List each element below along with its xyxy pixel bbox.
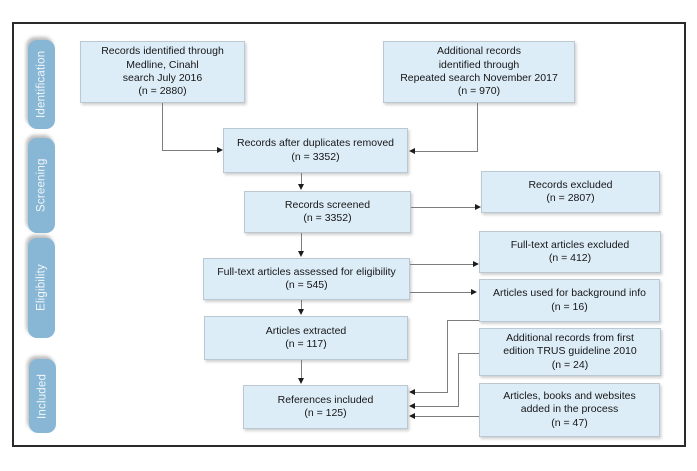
arrowhead-left-icon (409, 403, 415, 409)
box-references-included: References included (n = 125) (243, 385, 408, 429)
box-duplicates-removed: Records after duplicates removed (n = 33… (223, 128, 408, 173)
arrowhead-down-icon (298, 251, 304, 257)
connector-line (415, 406, 459, 407)
arrowhead-right-icon (473, 261, 479, 267)
arrowhead-left-icon (409, 148, 415, 154)
stage-label-screening: Screening (35, 158, 48, 213)
connector-line (410, 292, 471, 293)
box-additional-records: Additional records identified through Re… (383, 41, 575, 103)
connector-line (415, 416, 479, 417)
stage-label-eligibility: Eligibility (35, 264, 48, 312)
connector-line (301, 233, 302, 252)
arrowhead-right-icon (471, 289, 477, 295)
stage-label-identification: Identification (35, 50, 48, 119)
arrowhead-down-icon (298, 184, 304, 190)
connector-line (447, 320, 448, 393)
box-fulltext-excluded: Full-text articles excluded (n = 412) (479, 231, 661, 273)
connector-line (415, 392, 448, 393)
box-added-in-process: Articles, books and websites added in th… (479, 383, 660, 437)
box-background-info: Articles used for background info (n = 1… (479, 279, 660, 322)
arrowhead-left-icon (409, 389, 415, 395)
connector-line (301, 360, 302, 379)
stage-label-included: Included (36, 373, 49, 419)
connector-line (477, 103, 478, 151)
box-records-identified: Records identified through Medline, Cina… (80, 41, 245, 103)
connector-line (415, 151, 478, 152)
arrowhead-right-icon (475, 204, 481, 210)
arrowhead-down-icon (298, 309, 304, 315)
connector-line (301, 173, 302, 186)
stage-pill-identification: Identification (28, 40, 55, 129)
stage-pill-screening: Screening (28, 138, 55, 233)
connector-line (410, 264, 473, 265)
connector-line (447, 320, 479, 321)
box-fulltext-assessed: Full-text articles assessed for eligibil… (203, 258, 410, 300)
box-records-excluded: Records excluded (n = 2807) (481, 171, 660, 213)
arrowhead-left-icon (409, 413, 415, 419)
connector-line (411, 207, 475, 208)
connector-line (301, 300, 302, 311)
box-articles-extracted: Articles extracted (n = 117) (204, 316, 408, 360)
box-first-edition-records: Additional records from first edition TR… (479, 328, 661, 376)
connector-line (458, 353, 459, 407)
box-records-screened: Records screened (n = 3352) (244, 191, 411, 233)
stage-pill-included: Included (29, 359, 56, 433)
connector-line (162, 103, 163, 150)
connector-line (458, 353, 479, 354)
arrowhead-down-icon (298, 378, 304, 384)
arrowhead-right-icon (217, 147, 223, 153)
connector-line (162, 150, 217, 151)
stage-pill-eligibility: Eligibility (28, 238, 55, 338)
